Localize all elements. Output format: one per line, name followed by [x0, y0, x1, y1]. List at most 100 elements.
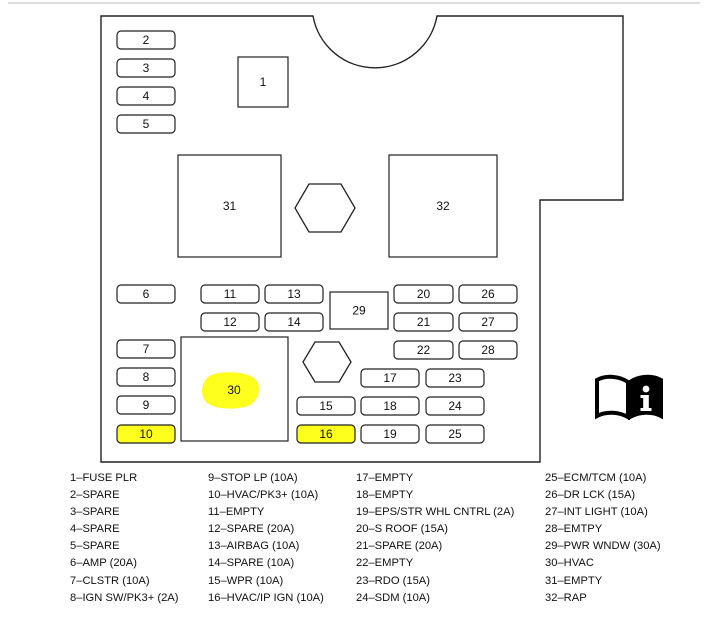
fuse-17: 17: [360, 368, 420, 388]
fuse-outline: [360, 368, 420, 388]
fuse-24: 24: [425, 396, 485, 416]
fuse-outline: [177, 154, 282, 258]
fuse-label: 24: [448, 399, 462, 413]
legend-item: 8–IGN SW/PK3+ (2A): [70, 591, 179, 604]
fuse-5: 5: [116, 114, 176, 134]
legend-item: 23–RDO (15A): [356, 574, 430, 587]
legend-item: 5–SPARE: [70, 540, 120, 553]
fuse-23: 23: [425, 368, 485, 388]
fuse-13: 13: [264, 284, 324, 304]
fuse-label: 32: [436, 199, 450, 213]
legend-item: 13–AIRBAG (10A): [208, 540, 300, 553]
owners-manual-info-icon: [595, 374, 663, 420]
legend-item: 16–HVAC/IP IGN (10A): [208, 591, 324, 604]
highlight-marker: [201, 372, 259, 409]
legend-column-2: 9–STOP LP (10A) 10–HVAC/PK3+ (10A) 11–EM…: [208, 470, 324, 607]
fuse-22: 22: [393, 340, 454, 360]
fuse-7: 7: [116, 339, 176, 359]
legend-item: 26–DR LCK (15A): [545, 489, 636, 502]
fuse-label: 22: [417, 343, 431, 357]
fuse-outline: [329, 291, 389, 330]
fuse-outline: [116, 58, 176, 78]
legend-item: 25–ECM/TCM (10A): [545, 472, 647, 484]
fuse-10: 10: [116, 424, 176, 444]
mounting-bolt-hex-upper: [294, 183, 356, 233]
fuse-outline: [116, 339, 176, 359]
fuse-label: 20: [417, 287, 431, 301]
fuse-outline: [296, 396, 356, 416]
fuse-label: 30: [227, 383, 241, 397]
fuse-outline: [116, 30, 176, 50]
fuse-label: 2: [143, 33, 150, 47]
fuse-outline: [393, 284, 454, 304]
fuse-outline: [388, 154, 498, 258]
fuse-label: 1: [260, 75, 267, 89]
fuse-16: 16: [296, 424, 356, 444]
fuse-outline: [116, 424, 176, 444]
fuse-outline: [425, 368, 485, 388]
fuse-label: 19: [383, 427, 397, 441]
fuse-outline: [458, 284, 518, 304]
legend-item: 7–CLSTR (10A): [70, 574, 150, 587]
legend-item: 32–RAP: [545, 591, 587, 604]
legend-item: 28–EMTPY: [545, 523, 603, 536]
fuse-outline: [116, 114, 176, 134]
fuse-label: 27: [481, 315, 495, 329]
fuse-block-housing: [100, 15, 624, 463]
fuse-outline: [425, 424, 485, 444]
legend-item: 10–HVAC/PK3+ (10A): [208, 489, 319, 502]
fuse-21: 21: [393, 312, 454, 332]
fuse-outline: [264, 284, 324, 304]
fuse-outline: [116, 284, 176, 304]
legend-column-3: 17–EMPTY 18–EMPTY 19–EPS/STR WHL CNTRL (…: [356, 470, 514, 607]
fuse-8: 8: [116, 367, 176, 387]
fuse-1: 1: [237, 56, 289, 108]
fuse-15: 15: [296, 396, 356, 416]
fuse-32: 32: [388, 154, 498, 258]
fuse-11: 11: [200, 284, 260, 304]
fuse-outline: [458, 312, 518, 332]
fuse-9: 9: [116, 395, 176, 415]
fuse-12: 12: [200, 312, 260, 332]
legend-item: 27–INT LIGHT (10A): [545, 506, 648, 519]
legend-item: 31–EMPTY: [545, 574, 603, 587]
fuse-outline: [237, 56, 289, 108]
fuse-label: 31: [223, 199, 237, 213]
fuse-label: 21: [417, 315, 431, 329]
legend-item: 22–EMPTY: [356, 557, 414, 570]
fuse-27: 27: [458, 312, 518, 332]
fuse-label: 17: [383, 371, 397, 385]
legend-item: 1–FUSE PLR: [70, 472, 138, 484]
fuse-label: 5: [143, 117, 150, 131]
fuse-19: 19: [360, 424, 420, 444]
fuse-label: 13: [287, 287, 301, 301]
legend-item: 14–SPARE (10A): [208, 557, 295, 570]
fuse-25: 25: [425, 424, 485, 444]
fuse-outline: [425, 396, 485, 416]
fuse-30: 30: [180, 336, 289, 442]
legend-column-4: 25–ECM/TCM (10A) 26–DR LCK (15A) 27–INT …: [545, 470, 661, 607]
fuse-label: 29: [352, 304, 366, 318]
fuse-label: 6: [143, 287, 150, 301]
fuse-outline: [360, 396, 420, 416]
fuse-31: 31: [177, 154, 282, 258]
fuse-label: 9: [143, 398, 150, 412]
legend-item: 11–EMPTY: [208, 506, 265, 519]
fuse-outline: [458, 340, 518, 360]
fuse-label: 26: [481, 287, 495, 301]
fuse-label: 18: [383, 399, 397, 413]
fuse-label: 15: [319, 399, 333, 413]
legend-item: 18–EMPTY: [356, 489, 414, 502]
fuse-label: 16: [319, 427, 333, 441]
legend-item: 15–WPR (10A): [208, 574, 284, 587]
fuse-18: 18: [360, 396, 420, 416]
legend-item: 29–PWR WNDW (30A): [545, 540, 661, 553]
mounting-bolt-hex-lower: [302, 341, 352, 383]
fuse-4: 4: [116, 86, 176, 106]
legend-item: 9–STOP LP (10A): [208, 472, 298, 484]
fuse-label: 3: [143, 61, 150, 75]
fuse-outline: [360, 424, 420, 444]
fuse-label: 10: [139, 427, 153, 441]
fuse-label: 11: [224, 287, 237, 301]
